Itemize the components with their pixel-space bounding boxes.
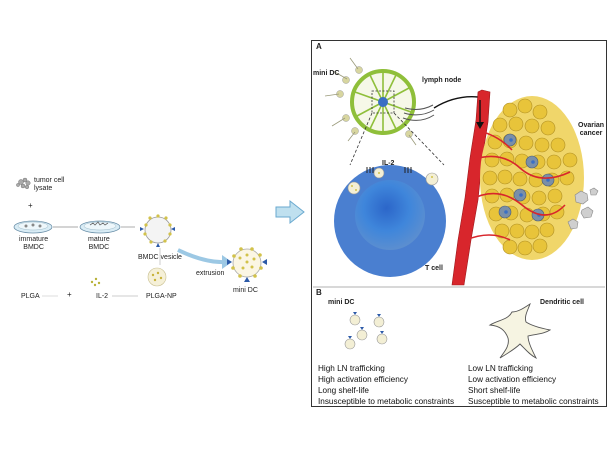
mini-dc-trait-1: High LN trafficking bbox=[318, 364, 385, 373]
mature-bmdc-dish-icon bbox=[79, 220, 121, 234]
dc-trait-2: Low activation efficiency bbox=[468, 375, 557, 384]
ovarian-cancer-label: Ovarian cancer bbox=[578, 122, 605, 137]
extrusion-arrow bbox=[177, 248, 226, 265]
bmdc-vesicle-icon bbox=[140, 214, 175, 247]
mini-dc-left-icon bbox=[227, 247, 267, 282]
dc-trait-3: Short shelf-life bbox=[468, 386, 521, 395]
zoom-line-right bbox=[393, 112, 445, 166]
dendritic-cell-label: Dendritic cell bbox=[540, 299, 584, 306]
dendritic-cell-icon bbox=[488, 302, 552, 360]
mini-dc-a-label: mini DC bbox=[313, 70, 340, 77]
mini-dc-b-label: mini DC bbox=[328, 299, 355, 306]
tumor-lysate-label: tumor cell lysate bbox=[34, 177, 65, 192]
extrusion-label: extrusion bbox=[196, 270, 225, 277]
blood-vessel-icon bbox=[451, 89, 491, 286]
transition-arrow bbox=[275, 199, 305, 225]
dc-trait-1: Low LN trafficking bbox=[468, 364, 533, 373]
dc-trait-4: Susceptible to metabolic constraints bbox=[468, 397, 599, 406]
plus-sign-top: + bbox=[28, 201, 33, 210]
panel-b-letter: B bbox=[316, 288, 322, 297]
t-cell-label: T cell bbox=[425, 265, 443, 272]
plus-sign-mid: + bbox=[67, 290, 72, 299]
il2-left-label: IL-2 bbox=[96, 293, 109, 300]
mini-dc-trait-4: Insusceptible to metabolic constraints bbox=[318, 397, 455, 406]
mini-dc-trait-3: Long shelf-life bbox=[318, 386, 369, 395]
mature-bmdc-label: mature BMDC bbox=[88, 236, 110, 251]
ovarian-tumor-icon bbox=[465, 96, 599, 260]
plga-label: PLGA bbox=[21, 293, 40, 300]
lymph-node-label: lymph node bbox=[422, 77, 462, 84]
mini-dc-left-label: mini DC bbox=[233, 287, 258, 294]
il2-dots-icon bbox=[90, 277, 101, 287]
plga-np-icon bbox=[147, 267, 167, 287]
immature-bmdc-dish-icon bbox=[13, 220, 53, 234]
immature-bmdc-label: immature BMDC bbox=[19, 236, 49, 251]
zoom-line-left bbox=[349, 112, 373, 166]
tumor-lysate-icon bbox=[16, 177, 31, 190]
lymph-connector bbox=[433, 96, 479, 109]
il2-a-label: IL-2 bbox=[382, 160, 395, 167]
mini-dc-trait-2: High activation efficiency bbox=[318, 375, 408, 384]
panel-a-letter: A bbox=[316, 42, 322, 51]
t-cell-icon bbox=[334, 165, 446, 277]
mini-dc-cluster-a bbox=[347, 167, 439, 195]
mini-dc-cluster-b bbox=[344, 312, 388, 350]
lymph-node-icon bbox=[324, 57, 435, 146]
plga-np-label: PLGA-NP bbox=[146, 293, 177, 300]
figure-panel bbox=[311, 40, 607, 407]
vessel-arrowhead bbox=[476, 122, 484, 129]
